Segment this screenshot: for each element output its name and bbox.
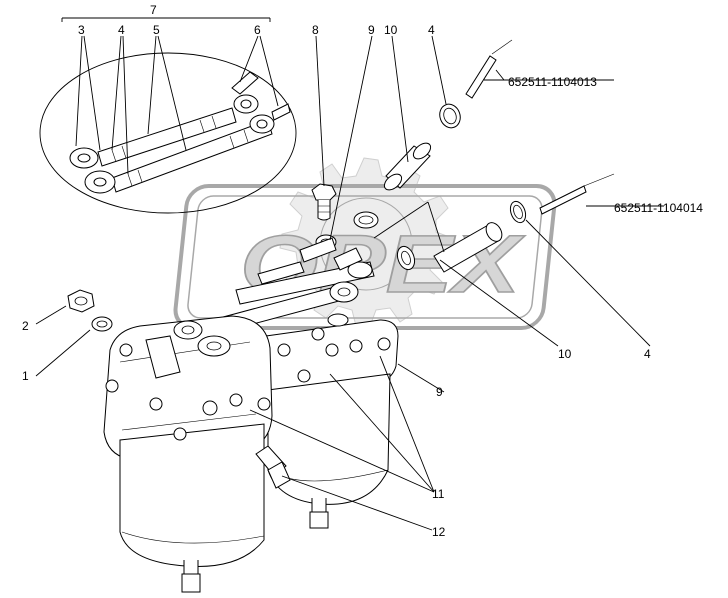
washer-1	[91, 316, 113, 332]
callout-8: 8	[312, 23, 319, 37]
filter-front	[103, 315, 273, 593]
part-number-upper: 652511-1104013	[508, 75, 597, 89]
callout-5: 5	[153, 23, 160, 37]
inset-hose-upper	[69, 71, 259, 169]
fitting-12	[255, 445, 291, 489]
callout-11: 11	[432, 487, 445, 501]
inset-detail	[39, 17, 297, 214]
inset-ellipse	[39, 52, 297, 214]
callout-4-top-right: 4	[428, 23, 435, 37]
callout-2: 2	[22, 319, 29, 333]
callout-3: 3	[78, 23, 85, 37]
loose-parts	[211, 39, 615, 335]
leader-lines	[35, 35, 664, 531]
filter-assembly	[103, 313, 399, 593]
callout-1: 1	[22, 369, 29, 383]
callout-9-right: 9	[436, 385, 443, 399]
callout-12: 12	[432, 525, 446, 539]
callout-4-right: 4	[644, 347, 651, 361]
hose-10-upper	[383, 142, 432, 191]
callout-4-inset: 4	[118, 23, 125, 37]
bracket-7	[61, 17, 271, 22]
callouts: 1 2 3 4 5 6 7 8 9 10 4 9 10 4 11 12 6525…	[22, 3, 703, 539]
hose-10-lower	[433, 222, 503, 273]
callout-7: 7	[150, 3, 157, 17]
part-number-lower: 652511-1104014	[614, 201, 703, 215]
filter-rear	[261, 313, 399, 529]
callout-6: 6	[254, 23, 261, 37]
callout-10-right: 10	[558, 347, 572, 361]
watermark-frame-inner	[187, 195, 543, 319]
inset-hose-lower	[84, 103, 291, 194]
callout-10-top: 10	[384, 23, 398, 37]
bolt-8	[311, 183, 337, 221]
nut-2	[67, 289, 95, 313]
sleeve-upper	[465, 39, 513, 99]
callout-9-top: 9	[368, 23, 375, 37]
sleeve-lower	[539, 173, 615, 215]
